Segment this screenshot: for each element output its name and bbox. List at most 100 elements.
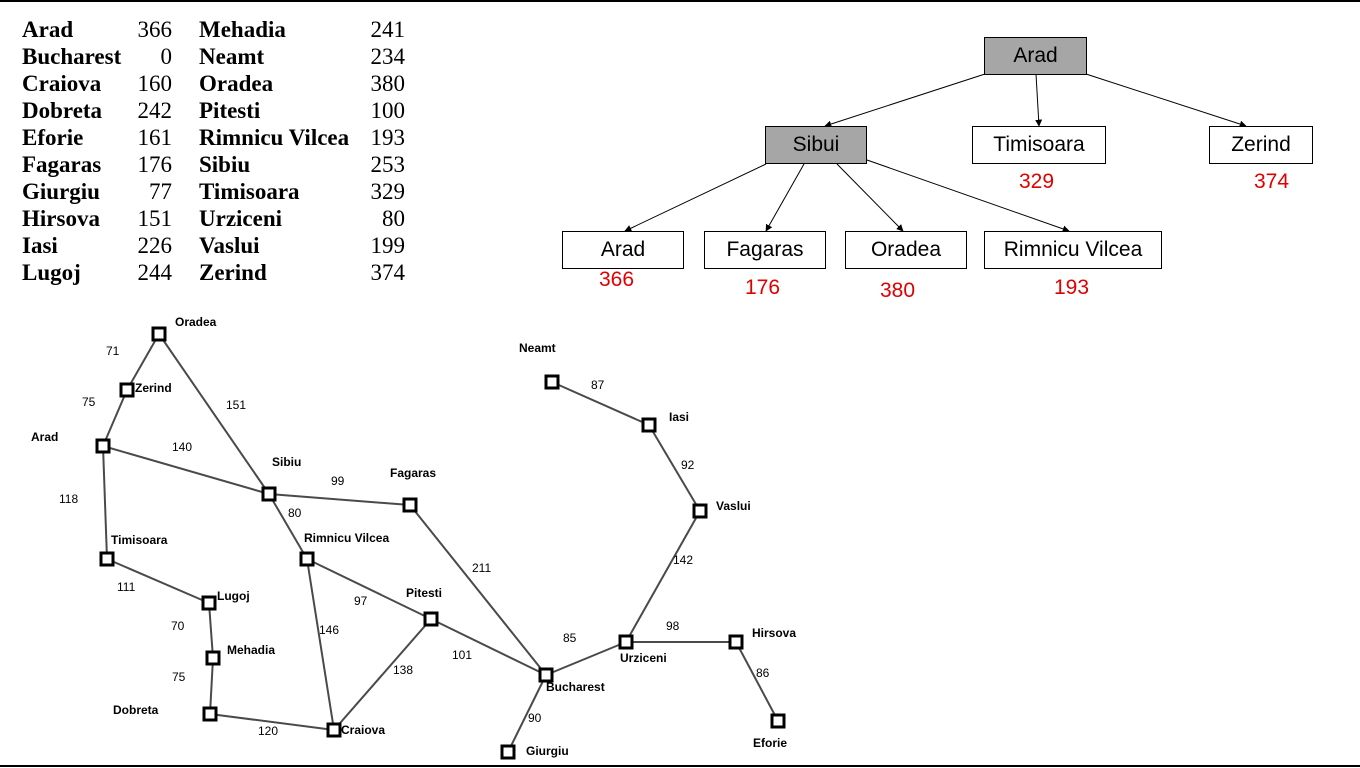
city-node[interactable] — [423, 611, 439, 627]
tree-edge — [866, 159, 1070, 233]
distance-label: 146 — [319, 623, 339, 637]
city-label: Pitesti — [406, 586, 442, 600]
city-label: Arad — [31, 430, 58, 444]
road — [102, 445, 108, 560]
distance-label: 111 — [117, 580, 136, 594]
city-label: Sibiu — [272, 455, 301, 469]
tree-edge — [836, 163, 904, 232]
city-label: Zerind — [135, 381, 172, 395]
city-label: Dobreta — [113, 703, 159, 717]
city-label: Mehadia — [227, 643, 275, 657]
heuristic-value: 151 — [137, 206, 173, 231]
city-node[interactable] — [770, 713, 786, 729]
distance-label: 97 — [354, 594, 368, 608]
heuristic-value: 244 — [137, 260, 173, 285]
distance-label: 75 — [82, 395, 96, 409]
heuristic-value: 366 — [137, 17, 173, 42]
heuristic-value: 380 — [370, 71, 406, 96]
road — [268, 493, 411, 506]
city-node[interactable] — [95, 438, 111, 454]
city-node[interactable] — [201, 595, 217, 611]
city-node[interactable] — [119, 382, 135, 398]
city-name: Eforie — [22, 125, 84, 150]
city-name: Giurgiu — [22, 179, 100, 204]
city-node[interactable] — [538, 667, 554, 683]
road — [551, 381, 650, 426]
distance-label: 138 — [393, 663, 413, 677]
distance-label: 70 — [171, 619, 185, 633]
city-label: Oradea — [175, 315, 217, 329]
city-label: Fagaras — [390, 466, 436, 480]
city-label: Lugoj — [217, 589, 250, 603]
city-name: Dobreta — [22, 98, 103, 123]
road — [545, 641, 627, 676]
heuristic-value: 234 — [370, 44, 406, 69]
tree-node[interactable]: Arad — [562, 231, 684, 269]
distance-label: 142 — [673, 553, 693, 567]
heuristic-value: 199 — [370, 233, 406, 258]
city-node[interactable] — [500, 744, 516, 760]
city-node[interactable] — [151, 326, 167, 342]
tree-node[interactable]: Sibui — [765, 126, 867, 164]
heuristic-label: 329 — [1019, 170, 1055, 193]
tree-node[interactable]: Oradea — [845, 231, 967, 269]
heuristic-value: 193 — [370, 125, 406, 150]
distance-label: 90 — [528, 711, 542, 725]
city-label: Urziceni — [620, 651, 667, 665]
distance-label: 118 — [59, 492, 78, 506]
road — [102, 445, 270, 495]
city-node[interactable] — [99, 551, 115, 567]
tree-node[interactable]: Rimnicu Vilcea — [984, 231, 1162, 269]
heuristic-value: 242 — [137, 98, 173, 123]
distance-label: 80 — [288, 506, 302, 520]
city-name: Neamt — [199, 44, 265, 69]
tree-node[interactable]: Timisoara — [972, 126, 1106, 164]
city-node[interactable] — [261, 486, 277, 502]
city-nodes — [95, 326, 786, 760]
city-node[interactable] — [299, 551, 315, 567]
city-label: Bucharest — [546, 680, 605, 694]
city-node[interactable] — [326, 722, 342, 738]
heuristic-value: 176 — [137, 152, 173, 177]
city-name: Timisoara — [199, 179, 300, 204]
heuristic-value: 160 — [137, 71, 173, 96]
distance-label: 211 — [472, 561, 491, 575]
road — [735, 641, 779, 722]
city-label: Timisoara — [111, 533, 168, 547]
city-node[interactable] — [641, 417, 657, 433]
city-node[interactable] — [205, 650, 221, 666]
city-node[interactable] — [402, 497, 418, 513]
city-label: Hirsova — [752, 626, 796, 640]
tree-node[interactable]: Zerind — [1209, 126, 1313, 164]
city-node[interactable] — [618, 634, 634, 650]
city-node[interactable] — [202, 706, 218, 722]
distance-label: 87 — [591, 378, 605, 392]
city-node[interactable] — [692, 503, 708, 519]
city-labels: Oradea Zerind Arad Timisoara Lugoj Mehad… — [31, 315, 796, 758]
city-node[interactable] — [544, 374, 560, 390]
city-name: Hirsova — [22, 206, 100, 231]
tree-edge — [765, 163, 805, 232]
bottom-border — [0, 765, 1360, 767]
road — [268, 493, 308, 560]
heuristic-value: 329 — [370, 179, 406, 204]
heuristic-label: 380 — [880, 279, 916, 302]
tree-node-root[interactable]: Arad — [984, 37, 1087, 75]
city-label: Craiova — [341, 723, 385, 737]
heuristic-value: 374 — [370, 260, 406, 285]
road-lines — [102, 333, 779, 753]
heuristic-label: 366 — [599, 268, 635, 291]
heuristic-label: 193 — [1054, 276, 1090, 299]
city-name: Vaslui — [199, 233, 260, 258]
road — [625, 510, 701, 643]
heuristic-value: 241 — [370, 17, 406, 42]
distance-label: 71 — [106, 344, 120, 358]
distance-label: 120 — [258, 724, 278, 738]
city-node[interactable] — [728, 634, 744, 650]
heuristic-label: 374 — [1254, 170, 1290, 193]
tree-node[interactable]: Fagaras — [704, 231, 826, 269]
road — [126, 333, 160, 391]
distance-label: 99 — [331, 474, 345, 488]
city-name: Sibiu — [199, 152, 251, 177]
